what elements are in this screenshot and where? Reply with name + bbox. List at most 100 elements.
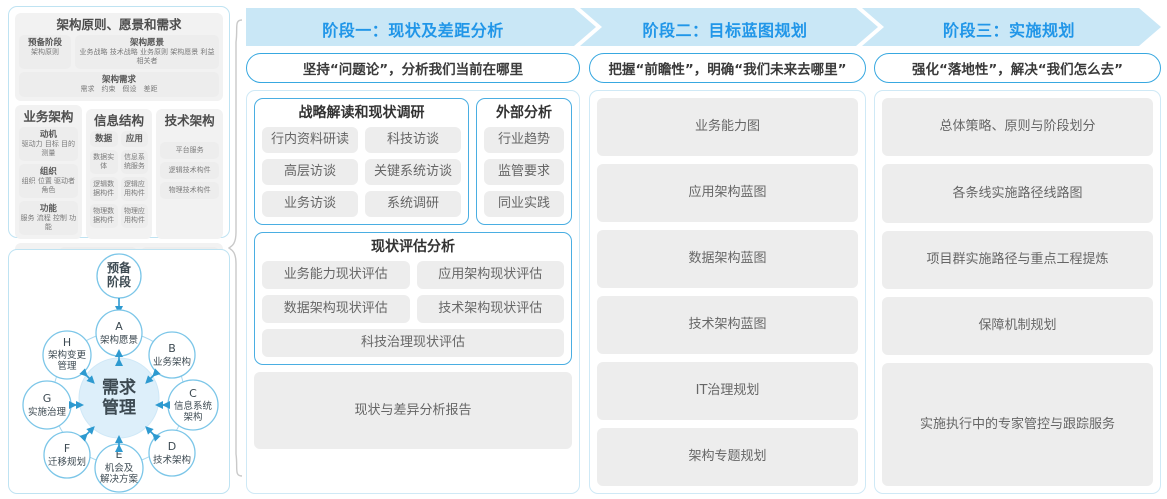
group-title: 架构原则、愿景和需求: [56, 17, 182, 32]
tile-data-arch-blueprint[interactable]: 数据架构蓝图: [597, 230, 858, 288]
architecture-requirements-chip: 架构需求 需求 约束 假设 差距: [19, 72, 219, 97]
node-e-label-2: 解决方案: [100, 473, 139, 485]
information-structure-group: 信息结构 数据 数据实体 逻辑数据构件 物理数据构件 应用 信息系统服务 逻辑应…: [85, 109, 153, 239]
section-title: 外部分析: [496, 105, 552, 121]
tile-application-arch-blueprint[interactable]: 应用架构蓝图: [597, 164, 858, 222]
node-d-label: 技术架构: [153, 454, 191, 466]
togaf-framework-panel: 架构原则、愿景和需求 预备阶段 架构原则 架构愿景 业务战略 技术战略 业务原则…: [8, 6, 230, 286]
tile-it-governance-plan[interactable]: IT治理规划: [597, 362, 858, 420]
tile-tech-arch-blueprint[interactable]: 技术架构蓝图: [597, 296, 858, 354]
phase2-chevron[interactable]: [580, 8, 878, 46]
tile-program-path-key-projects[interactable]: 项目群实施路径与重点工程提炼: [882, 230, 1153, 290]
motivation-chip: 动机 驱动力 目标 目的 测量: [19, 127, 78, 161]
tile-data-arch-assessment[interactable]: 数据架构现状评估: [262, 295, 410, 323]
node-d-key: D: [168, 440, 176, 453]
tile-internal-doc-study[interactable]: 行内资料研读: [262, 127, 358, 153]
center-line-1: 需求: [102, 377, 136, 398]
phase3-banner[interactable]: 强化“落地性”，解决“我们怎么去”: [874, 53, 1161, 83]
node-b[interactable]: [148, 331, 196, 379]
phase3-body: 总体策略、原则与阶段划分 各条线实施路径线路图 项目群实施路径与重点工程提炼 保…: [874, 90, 1161, 494]
phase1-body: 战略解读和现状调研 行内资料研读 科技访谈 高层访谈 关键系统访谈 业务访谈 系: [246, 90, 580, 494]
node-a-key: A: [115, 320, 123, 333]
phases-area: 阶段一：现状及差距分析 阶段二：目标蓝图规划 阶段三：实施规划 坚持“问题论”，…: [246, 6, 1161, 494]
tile-system-research[interactable]: 系统调研: [365, 191, 461, 217]
current-state-assessment-section: 现状评估分析 业务能力现状评估 应用架构现状评估 数据架构现状评估 技术架构现状…: [254, 232, 572, 365]
node-d[interactable]: [148, 429, 196, 477]
node-f[interactable]: [43, 431, 91, 479]
technology-architecture-group: 技术架构 平台服务 逻辑技术构件 物理技术构件: [156, 109, 224, 239]
node-c-key: C: [189, 387, 197, 400]
platform-service-chip: 平台服务: [160, 142, 220, 159]
physical-application-component-chip: 物理应用构件: [120, 204, 149, 228]
section-title: 战略解读和现状调研: [298, 105, 425, 121]
adm-cycle-diagram: 需求 管理 预备 阶段 A 架构愿景 B 业务架构 C 信息系统 架构: [22, 253, 219, 493]
function-chip: 功能 服务 流程 控制 功能: [19, 201, 78, 235]
tile-line-implementation-roadmap[interactable]: 各条线实施路径线路图: [882, 164, 1153, 223]
tile-overall-strategy-principles-phasing[interactable]: 总体策略、原则与阶段划分: [882, 98, 1153, 157]
tile-exec-interview[interactable]: 高层访谈: [262, 159, 358, 185]
tile-tech-arch-assessment[interactable]: 技术架构现状评估: [416, 295, 564, 323]
node-h[interactable]: [42, 330, 92, 380]
tile-application-arch-assessment[interactable]: 应用架构现状评估: [416, 261, 564, 289]
tile-business-interview[interactable]: 业务访谈: [262, 191, 358, 217]
phase1-banner[interactable]: 坚持“问题论”，分析我们当前在哪里: [246, 53, 580, 83]
architecture-vision-chip: 架构愿景 业务战略 技术战略 业务原则 架构愿景 利益相关者: [75, 35, 219, 69]
tile-tech-interview[interactable]: 科技访谈: [365, 127, 461, 153]
node-f-key: F: [64, 442, 70, 455]
node-g-label: 实施治理: [28, 406, 67, 418]
node-c-label-1: 信息系统: [174, 400, 213, 412]
node-g-key: G: [43, 392, 52, 405]
phase3-header-label: 阶段三：实施规划: [942, 21, 1075, 40]
phase3-chevron[interactable]: [862, 8, 1161, 46]
organization-chip: 组织 组织 位置 驱动者 角色: [19, 164, 78, 198]
node-b-key: B: [168, 342, 176, 355]
arrow-center-h: [79, 368, 95, 384]
tile-business-capability-map[interactable]: 业务能力图: [597, 98, 858, 156]
phase2-header-label: 阶段二：目标蓝图规划: [642, 21, 808, 40]
physical-tech-component-chip: 物理技术构件: [160, 182, 220, 199]
business-architecture-group: 业务架构 动机 驱动力 目标 目的 测量 组织 组织 位置 驱动者 角色 功能: [15, 105, 82, 239]
phase2-banner[interactable]: 把握“前瞻性”，明确“我们未来去哪里”: [589, 53, 866, 83]
node-h-label-1: 架构变更: [48, 349, 87, 361]
arrow-center-f: [79, 426, 95, 442]
node-e-key: E: [116, 448, 123, 461]
tile-gap-analysis-report[interactable]: 现状与差异分析报告: [254, 372, 572, 449]
strategy-research-section: 战略解读和现状调研 行内资料研读 科技访谈 高层访谈 关键系统访谈 业务访谈 系: [254, 98, 469, 225]
tile-assurance-mechanism-plan[interactable]: 保障机制规划: [882, 297, 1153, 356]
node-prep-line-1: 预备: [107, 260, 132, 275]
prep-phase-chip: 预备阶段 架构原则: [19, 35, 71, 69]
node-f-label: 迁移规划: [48, 456, 86, 468]
tile-architecture-topic-plan[interactable]: 架构专题规划: [597, 428, 858, 486]
phase2-body: 业务能力图 应用架构蓝图 数据架构蓝图 技术架构蓝图 IT治理规划 架构专题规划: [589, 90, 866, 494]
phase-header-band: [246, 8, 1161, 46]
logical-tech-component-chip: 逻辑技术构件: [160, 162, 220, 179]
tile-key-system-interview[interactable]: 关键系统访谈: [365, 159, 461, 185]
tile-business-capability-assessment[interactable]: 业务能力现状评估: [262, 261, 410, 289]
application-chip: 应用: [120, 131, 149, 147]
node-a[interactable]: [95, 309, 143, 357]
tile-peer-practice[interactable]: 同业实践: [484, 191, 564, 217]
physical-data-component-chip: 物理数据构件: [89, 204, 118, 228]
center-line-2: 管理: [102, 397, 136, 418]
arrow-center-b: [145, 368, 161, 384]
logical-data-component-chip: 逻辑数据构件: [89, 177, 118, 201]
information-system-service-chip: 信息系统服务: [120, 150, 149, 174]
data-entity-chip: 数据实体: [89, 150, 118, 174]
node-prep-line-2: 阶段: [107, 274, 132, 289]
node-h-key: H: [63, 336, 71, 349]
tile-it-governance-assessment[interactable]: 科技治理现状评估: [262, 329, 564, 357]
node-h-label-2: 管理: [57, 360, 77, 372]
data-chip: 数据: [89, 131, 118, 147]
node-g[interactable]: [22, 380, 72, 430]
tile-regulatory-requirement[interactable]: 监管要求: [484, 159, 564, 185]
tile-expert-control-tracking-service[interactable]: 实施执行中的专家管控与跟踪服务: [882, 363, 1153, 486]
logical-application-component-chip: 逻辑应用构件: [120, 177, 149, 201]
node-b-label: 业务架构: [153, 356, 191, 368]
node-e-label-1: 机会及: [105, 462, 134, 474]
arrow-center-d: [145, 426, 161, 442]
tile-industry-trend[interactable]: 行业趋势: [484, 127, 564, 153]
architecture-principles-group: 架构原则、愿景和需求 预备阶段 架构原则 架构愿景 业务战略 技术战略 业务原则…: [15, 13, 223, 101]
node-a-label: 架构愿景: [100, 334, 138, 346]
phase1-chevron[interactable]: [246, 8, 596, 46]
